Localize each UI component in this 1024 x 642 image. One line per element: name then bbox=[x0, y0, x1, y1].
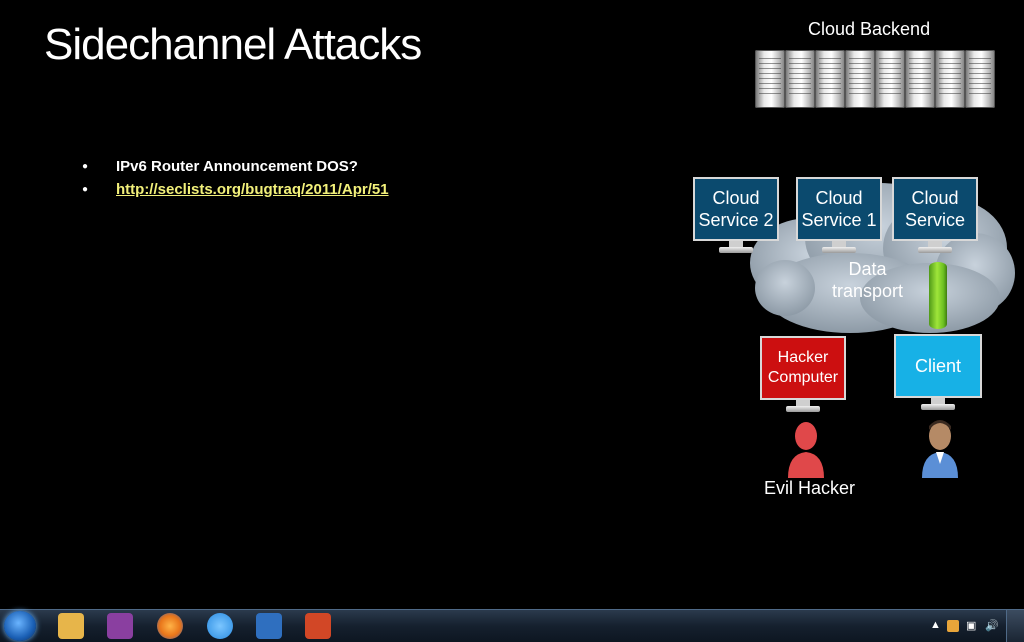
network-icon[interactable]: ▣ bbox=[966, 620, 977, 632]
server-icon bbox=[755, 50, 785, 108]
monitor-stand bbox=[729, 241, 743, 247]
show-hidden-icons-icon[interactable]: ▲ bbox=[930, 619, 941, 631]
monitor-screen: Cloud Service 2 bbox=[693, 177, 779, 241]
monitor-screen: Client bbox=[894, 334, 982, 398]
server-rack bbox=[755, 50, 995, 108]
server-icon bbox=[965, 50, 995, 108]
server-icon bbox=[785, 50, 815, 108]
powerpoint-icon[interactable] bbox=[305, 613, 331, 639]
bullet-text: IPv6 Router Announcement DOS? bbox=[116, 158, 358, 175]
monitor-stand bbox=[928, 241, 942, 247]
cloud-backend-label: Cloud Backend bbox=[808, 19, 931, 39]
client-monitor: Client bbox=[894, 334, 982, 410]
cloud-service-2-monitor: Cloud Service 2 bbox=[693, 177, 779, 253]
monitor-label: Cloud Service 1 bbox=[801, 188, 877, 230]
monitor-screen: Hacker Computer bbox=[760, 336, 846, 400]
monitor-screen: Cloud Service 1 bbox=[796, 177, 882, 241]
start-button[interactable] bbox=[4, 611, 36, 641]
volume-icon[interactable]: 🔊 bbox=[985, 620, 999, 632]
server-icon bbox=[845, 50, 875, 108]
data-transport-label: Data transport bbox=[832, 259, 904, 301]
evil-hacker-label: Evil Hacker bbox=[764, 478, 856, 498]
monitor-stand bbox=[931, 398, 945, 404]
data-pipe bbox=[929, 262, 947, 329]
monitor-label: Hacker Computer bbox=[767, 349, 839, 386]
monitor-label: Client bbox=[914, 356, 962, 376]
onenote-icon[interactable] bbox=[107, 613, 133, 639]
bullet-item: http://seclists.org/bugtraq/2011/Apr/51 bbox=[82, 179, 389, 202]
hacker-computer-monitor: Hacker Computer bbox=[760, 336, 846, 412]
monitor-label: Cloud Service bbox=[904, 188, 966, 230]
show-desktop-button[interactable] bbox=[1006, 610, 1024, 642]
server-icon bbox=[875, 50, 905, 108]
hacker-person-icon bbox=[788, 422, 824, 478]
bullet-item: IPv6 Router Announcement DOS? bbox=[82, 156, 389, 179]
server-icon bbox=[905, 50, 935, 108]
internet-explorer-icon[interactable] bbox=[207, 613, 233, 639]
server-icon bbox=[815, 50, 845, 108]
slide-title: Sidechannel Attacks bbox=[44, 20, 422, 69]
monitor-screen: Cloud Service bbox=[892, 177, 978, 241]
cloud-service-monitor: Cloud Service bbox=[892, 177, 978, 253]
monitor-base bbox=[719, 247, 753, 253]
monitor-stand bbox=[796, 400, 810, 406]
bugtraq-link[interactable]: http://seclists.org/bugtraq/2011/Apr/51 bbox=[116, 181, 389, 198]
client-person-icon bbox=[922, 420, 958, 478]
taskbar: ▲ ▣ 🔊 bbox=[0, 609, 1024, 642]
windows-explorer-icon[interactable] bbox=[58, 613, 84, 639]
presentation-slide: Sidechannel Attacks IPv6 Router Announce… bbox=[0, 0, 1024, 610]
tray-app-icon[interactable] bbox=[947, 620, 959, 632]
bullet-list: IPv6 Router Announcement DOS? http://sec… bbox=[82, 156, 389, 202]
virtualbox-icon[interactable] bbox=[256, 613, 282, 639]
monitor-base bbox=[918, 247, 952, 253]
cloud-service-1-monitor: Cloud Service 1 bbox=[796, 177, 882, 253]
monitor-base bbox=[822, 247, 856, 253]
monitor-label: Cloud Service 2 bbox=[698, 188, 774, 230]
monitor-base bbox=[786, 406, 820, 412]
firefox-icon[interactable] bbox=[157, 613, 183, 639]
server-icon bbox=[935, 50, 965, 108]
monitor-base bbox=[921, 404, 955, 410]
monitor-stand bbox=[832, 241, 846, 247]
